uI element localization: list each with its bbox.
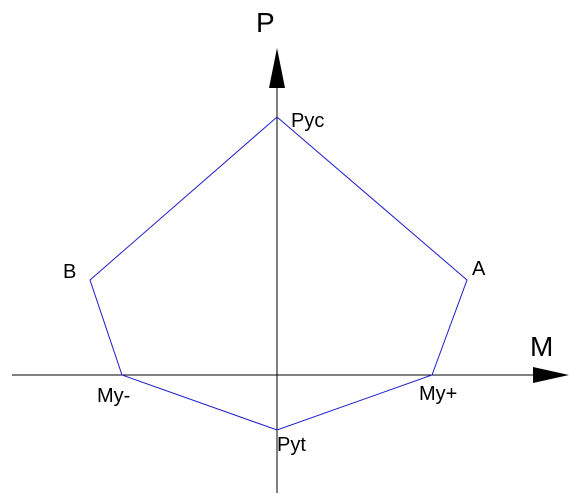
p-axis-label: P (256, 7, 275, 38)
interaction-polygon (89, 116, 468, 431)
point-label-my-plus: My+ (419, 383, 457, 405)
point-label-pyc: Pyc (291, 110, 324, 132)
point-label-pyt: Pyt (277, 434, 306, 456)
point-label-b: B (63, 261, 76, 283)
m-axis-arrowhead (533, 367, 569, 383)
point-label-a: A (472, 258, 486, 280)
p-axis-arrowhead (269, 48, 285, 88)
m-axis-label: M (530, 331, 553, 362)
point-label-my-minus: My- (97, 385, 130, 407)
